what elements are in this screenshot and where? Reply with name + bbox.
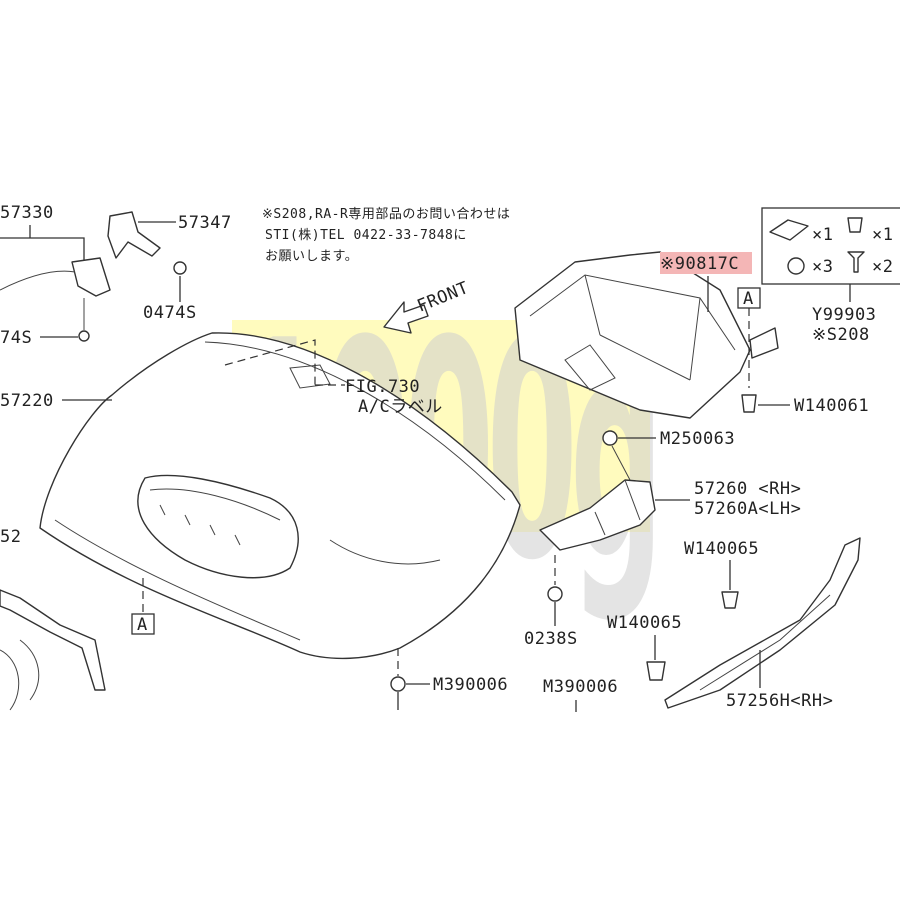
harness-left <box>0 639 40 711</box>
ref-box-a-hood <box>131 613 155 635</box>
under-cover-inner <box>529 274 736 351</box>
bolt-m390006-left <box>390 676 406 692</box>
kit-bracket-icon <box>769 219 809 241</box>
label-57330: 57330 <box>0 203 54 223</box>
clip-w140061 <box>741 394 757 413</box>
label-y99903: Y99903 <box>812 305 876 325</box>
kit-bolt-icon <box>847 217 863 233</box>
hood-crease <box>329 539 441 565</box>
label-m250063: M250063 <box>660 429 735 449</box>
leader-57330 <box>0 225 85 262</box>
bracket-57260-detail <box>594 479 641 536</box>
bracket-57260 <box>539 479 656 551</box>
under-cover-tab <box>749 327 779 359</box>
label-90817c: ※90817C <box>660 254 739 274</box>
label-74s: 74S <box>0 328 32 348</box>
note-line-2: STI(株)TEL 0422-33-7848に <box>265 228 467 243</box>
bracket-57347 <box>107 211 161 259</box>
kit-qty-2: ×1 <box>872 225 893 245</box>
label-57347: 57347 <box>178 213 232 233</box>
label-57260: 57260 <RH> <box>694 479 801 499</box>
clip-w140065-upper <box>721 591 739 609</box>
highlight-90817c <box>660 252 752 274</box>
seal-57256h-detail <box>699 594 831 691</box>
bolt-0474s-left <box>78 330 90 342</box>
label-52: 52 <box>0 527 21 547</box>
label-0238s: 0238S <box>524 629 578 649</box>
front-arrow-icon <box>383 301 429 334</box>
hood-latch <box>71 257 111 297</box>
kit-screw-icon <box>847 251 865 273</box>
label-57260a: 57260A<LH> <box>694 499 801 519</box>
kit-nut-icon <box>787 257 805 275</box>
kit-qty-4: ×2 <box>872 257 893 277</box>
fig-ref-line-2: A/Cラベル <box>358 397 443 417</box>
under-cover <box>514 251 779 419</box>
hood-scoop-ribs <box>159 504 241 546</box>
note-line-1: ※S208,RA-R専用部品のお問い合わせは <box>262 207 510 222</box>
under-cover-ribs <box>584 274 701 381</box>
hood-side-edge <box>54 519 301 641</box>
label-57256h: 57256H<RH> <box>726 691 833 711</box>
label-w140065-lower: W140065 <box>607 613 682 633</box>
hood-outline <box>39 332 521 660</box>
label-m390006-left: M390006 <box>433 675 508 695</box>
hood-panel <box>39 332 521 660</box>
latch-cable <box>0 270 76 291</box>
ref-mark-hood: A <box>137 615 148 635</box>
seal-57256h <box>664 537 861 709</box>
under-cover-vent <box>564 344 616 391</box>
ac-label-leader <box>224 339 345 386</box>
note-line-3: お願いします。 <box>265 249 358 264</box>
label-57220: 57220 <box>0 391 54 411</box>
label-m390006-right: M390006 <box>543 677 618 697</box>
label-w140065-upper: W140065 <box>684 539 759 559</box>
label-0474s: 0474S <box>143 303 197 323</box>
label-w140061: W140061 <box>794 396 869 416</box>
label-y99903-sub: ※S208 <box>812 325 870 345</box>
hood-scoop-inner <box>149 488 281 521</box>
weatherstrip-left <box>0 589 106 691</box>
bolt-m250063 <box>602 430 618 446</box>
clip-w140065-lower <box>646 661 666 681</box>
nut-0238s <box>547 586 563 602</box>
ac-label-plate <box>289 364 331 389</box>
kit-frame <box>761 207 900 285</box>
kit-qty-1: ×1 <box>812 225 833 245</box>
kit-qty-3: ×3 <box>812 257 833 277</box>
kit-box: ×1 ×1 ×3 ×2 <box>761 207 900 302</box>
ref-mark-cover: A <box>743 289 754 309</box>
hood-front-edge <box>204 341 506 501</box>
bolt-m250063-shaft <box>611 445 631 481</box>
under-cover-outline <box>514 251 751 419</box>
bolt-0474s-top <box>173 261 187 275</box>
fig-ref-line-1: FIG.730 <box>345 377 420 397</box>
hood-scoop <box>137 474 299 579</box>
